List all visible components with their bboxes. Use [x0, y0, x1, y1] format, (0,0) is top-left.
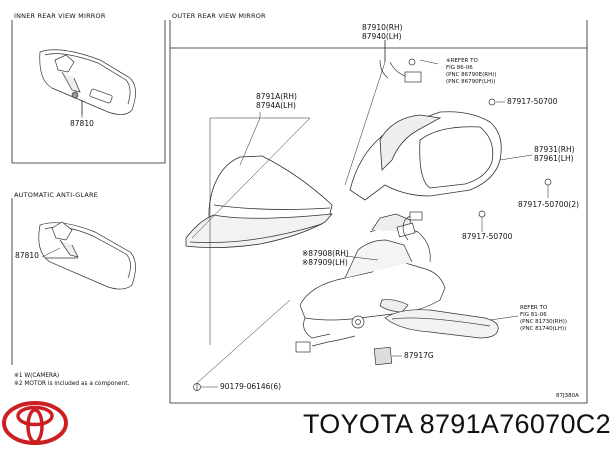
part-87909: ※87909(LH) [302, 258, 348, 267]
inner-mirror-frame [11, 20, 166, 164]
part-87910: 87910(RH) [362, 23, 403, 32]
ref-8606-line2: FIG 86-06 [446, 64, 473, 71]
note-1: ※1 W(CAMERA) [14, 373, 60, 379]
section-title-outer: OUTER REAR VIEW MIRROR [172, 12, 266, 20]
figure-code: 87J380A [556, 393, 579, 399]
footer-brand: TOYOTA [303, 409, 412, 439]
cap-87917g-illustration [373, 346, 393, 366]
ref-8606-line1: ※REFER TO [446, 58, 478, 64]
part-87917g: 87917G [404, 351, 434, 360]
toyota-logo [2, 401, 68, 445]
footer-part-number: 8791A76070C2 [419, 409, 611, 439]
turn-signal-illustration [384, 309, 499, 339]
inner-mirror-illustration [39, 49, 136, 115]
part-8791a: 8791A(RH) [256, 92, 297, 101]
outer-mirror-frame [169, 20, 588, 404]
ref-8106-line4: (PNC 81740(LH)) [520, 325, 567, 332]
part-87961: 87961(LH) [534, 154, 574, 163]
footer-brand-line: TOYOTA 8791A76070C2 [303, 409, 611, 440]
ref-8606-line3: (PNC 86790E(RH)) [446, 71, 497, 78]
part-87810-b: 87810 [15, 251, 39, 260]
part-87940: 87940(LH) [362, 32, 402, 41]
ref-8106-line2: FIG 81-06 [520, 311, 547, 318]
ref-8106-line1: REFER TO [520, 305, 548, 311]
anti-glare-mirror-illustration [38, 221, 136, 290]
section-title-inner: INNER REAR VIEW MIRROR [14, 12, 106, 20]
part-87917-top: 87917-50700 [507, 97, 558, 106]
part-87917-right: 87917-50700(2) [518, 200, 580, 209]
ref-fig-81-06: REFER TO FIG 81-06 (PNC 81730(RH)) (PNC … [520, 305, 567, 333]
footnotes: ※1 W(CAMERA) ※2 MOTOR is included as a c… [14, 373, 129, 388]
mirror-housing-illustration [349, 111, 502, 201]
mirror-cover-illustration [185, 155, 333, 248]
ref-8606-line4: (PNC 86790F(LH)) [446, 78, 496, 85]
ref-8106-line3: (PNC 81730(RH)) [520, 318, 568, 325]
part-87917-mid: 87917-50700 [462, 232, 513, 241]
part-87810-a: 87810 [70, 119, 94, 128]
note-2: ※2 MOTOR is included as a component. [14, 380, 130, 387]
part-90179: 90179-06146(6) [220, 382, 282, 391]
part-8794a: 8794A(LH) [256, 101, 296, 110]
wire-harness-illustration [295, 58, 423, 353]
screw-illustrations [193, 98, 552, 391]
motor-assembly-illustration [299, 213, 446, 339]
part-87908: ※87908(RH) [302, 249, 349, 258]
section-title-anti-glare: AUTOMATIC ANTI-GLARE [14, 191, 98, 199]
ref-fig-86-06: ※REFER TO FIG 86-06 (PNC 86790E(RH)) (PN… [446, 58, 497, 86]
part-87931: 87931(RH) [534, 145, 575, 154]
